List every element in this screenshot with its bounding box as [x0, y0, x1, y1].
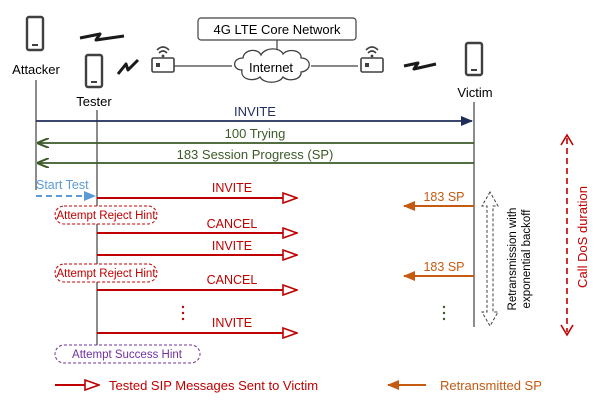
reject-hint-badge-1 — [54, 205, 158, 225]
tester-label: Tester — [76, 94, 112, 109]
tested-invite-label-3: INVITE — [212, 316, 252, 330]
start-test-label: Start Test — [36, 178, 89, 192]
attacker-label: Attacker — [12, 62, 60, 77]
right-router-icon — [360, 46, 384, 73]
tested-invite-label-2: INVITE — [212, 239, 252, 253]
tester-wireless-bolt-icon — [116, 58, 140, 75]
retransmission-label-line1: Retransmission with — [507, 208, 519, 311]
retransmit-sp-label-1: 183 SP — [423, 190, 464, 204]
tester-ellipsis-dots — [181, 305, 185, 321]
dos-duration-top-arrowhead — [560, 133, 574, 146]
reject-hint-label-2: Attempt Reject Hint — [56, 268, 156, 280]
victim-label: Victim — [457, 85, 492, 100]
retransmit-sp-label-2: 183 SP — [423, 260, 464, 274]
internet-cloud-icon: Internet — [233, 48, 310, 83]
tested-cancel-label-2: CANCEL — [207, 273, 258, 287]
tested-cancel-label-1: CANCEL — [207, 217, 258, 231]
tester-phone-icon — [84, 53, 104, 89]
core-network-box: 4G LTE Core Network — [197, 17, 357, 41]
dos-duration-label: Call DoS duration — [575, 186, 590, 288]
core-network-label: 4G LTE Core Network — [214, 22, 341, 37]
retransmission-span-arrow — [481, 190, 499, 328]
left-router-icon — [151, 46, 175, 73]
reject-hint-label-1: Attempt Reject Hint — [56, 210, 156, 222]
success-hint-badge — [54, 344, 201, 364]
legend-tested-label: Tested SIP Messages Sent to Victim — [109, 378, 318, 393]
legend-retransmitted-label: Retransmitted SP — [440, 378, 542, 393]
session-progress-label: 183 Session Progress (SP) — [177, 147, 334, 162]
reject-hint-badge-2 — [54, 263, 158, 283]
retransmission-label-line2: exponential backoff — [521, 209, 533, 309]
victim-wireless-bolt-icon — [403, 61, 437, 71]
victim-phone-icon — [464, 41, 484, 77]
trying-label: 100 Trying — [225, 126, 286, 141]
invite-label-top: INVITE — [234, 104, 276, 119]
attacker-wireless-bolt-icon — [79, 32, 125, 42]
internet-label: Internet — [249, 60, 293, 75]
dos-duration-bottom-arrowhead — [560, 324, 574, 337]
victim-ellipsis-dots — [442, 305, 446, 321]
success-hint-label: Attempt Success Hint — [72, 349, 183, 361]
tested-invite-label-1: INVITE — [212, 181, 252, 195]
attacker-phone-icon — [25, 15, 45, 52]
